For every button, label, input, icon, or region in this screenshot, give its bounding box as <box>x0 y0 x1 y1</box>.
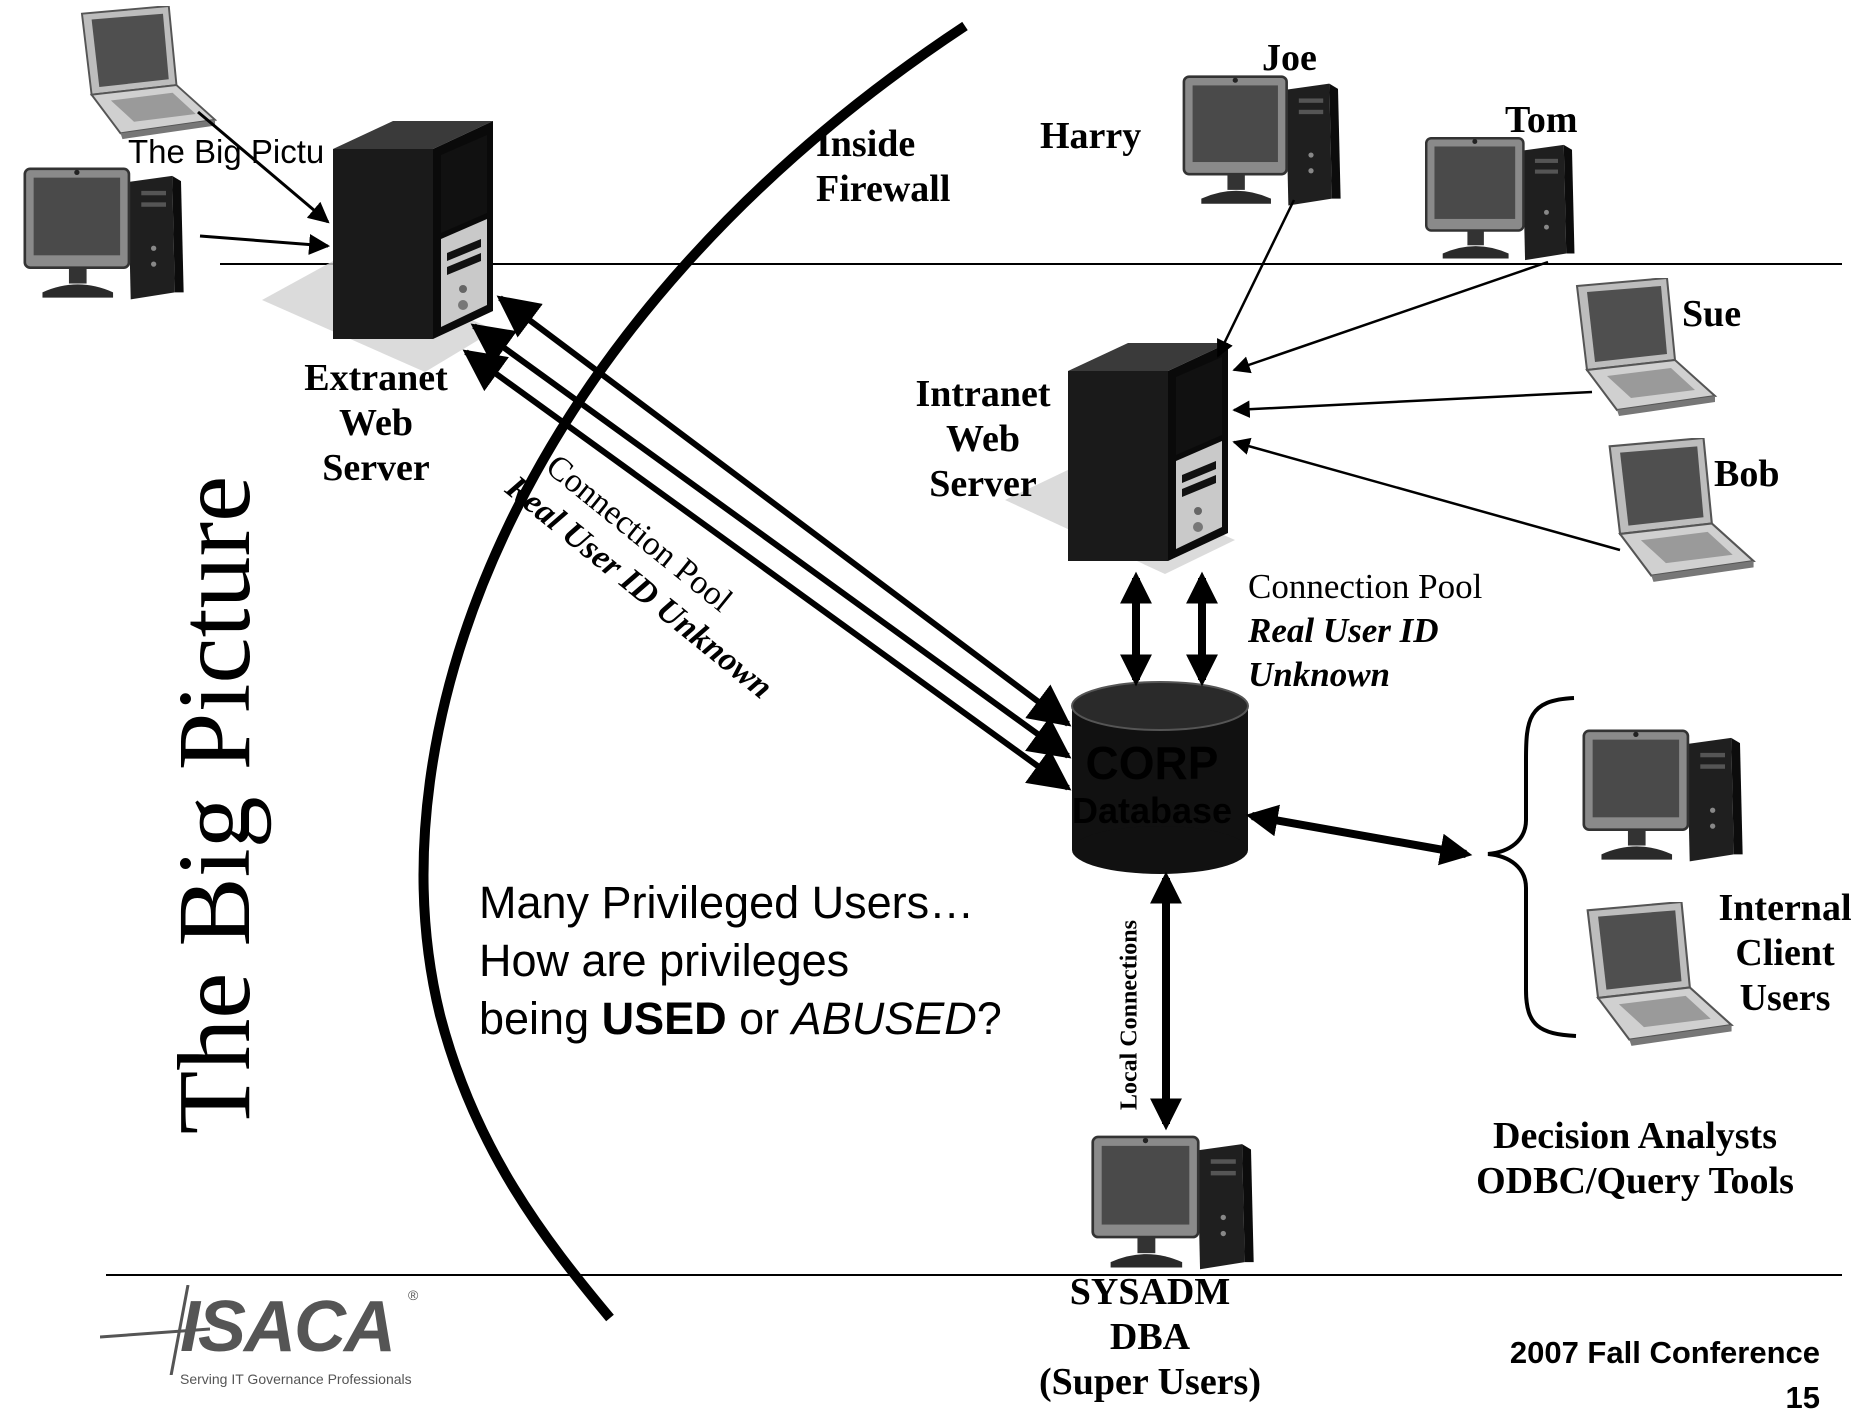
svg-text:Real User ID Unknown: Real User ID Unknown <box>498 468 780 706</box>
user-label-joe: Joe <box>1262 37 1317 79</box>
firewall-arc <box>418 21 968 1322</box>
user-label-harry: Harry <box>1040 115 1142 157</box>
isaca-logo-mark <box>100 1285 210 1375</box>
extranet-laptop-icon <box>80 6 217 141</box>
ghost-title: The Big Pictu <box>128 133 325 170</box>
database-label: CORP Database <box>1071 737 1233 831</box>
conference-label: 2007 Fall Conference <box>1509 1335 1820 1370</box>
page-number: 15 <box>1785 1380 1820 1415</box>
extranet-desktop-icon <box>23 167 186 301</box>
user-label-tom: Tom <box>1505 99 1578 141</box>
tom-desktop-icon <box>1424 136 1576 262</box>
internal-laptop-icon <box>1586 902 1733 1048</box>
extranet-pool-label: Connection Pool Real User ID Unknown <box>498 447 780 706</box>
user-label-sue: Sue <box>1682 293 1742 335</box>
logo-registered: ® <box>408 1287 419 1303</box>
privileged-users-text: Many Privileged Users… How are privilege… <box>479 877 1002 1044</box>
extranet-server-icon <box>333 120 493 339</box>
database-cylinder-icon <box>1071 681 1249 874</box>
intranet-server-icon <box>1068 342 1228 561</box>
logo-wordmark: ISACA <box>180 1287 396 1367</box>
local-connections-label: Local Connections <box>1116 919 1143 1111</box>
dba-desktop-icon <box>1091 1135 1256 1271</box>
user-label-bob: Bob <box>1714 453 1780 495</box>
slide-title: The Big Picture <box>157 475 272 1135</box>
joe-desktop-icon <box>1182 75 1343 208</box>
internal-desktop-icon <box>1582 729 1745 863</box>
intranet-pool-label: Connection Pool Real User ID Unknown <box>1248 567 1483 694</box>
isaca-logo: ISACA ® Serving IT Governance Profession… <box>100 1285 430 1395</box>
logo-tagline: Serving IT Governance Professionals <box>180 1371 412 1387</box>
curly-brace-icon <box>1487 696 1577 1038</box>
